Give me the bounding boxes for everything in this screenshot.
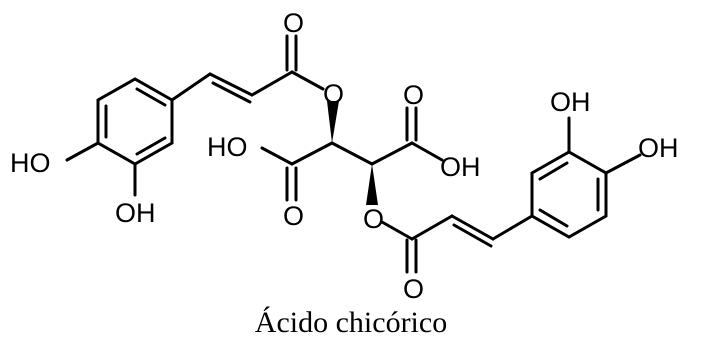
left-ring xyxy=(96,77,174,166)
molecule-name-caption: Ácido chicórico xyxy=(254,306,448,339)
right-acid-bond xyxy=(370,141,414,166)
right-vinyl-double-b xyxy=(452,223,493,248)
left-vinyl-double-b xyxy=(211,81,252,104)
acid-oh-right: OH xyxy=(440,152,481,182)
ester-carbonyl-o-bottom: O xyxy=(403,274,424,304)
right-vinyl-bond-1 xyxy=(410,214,454,241)
left-ring-ho: HO xyxy=(10,148,51,178)
top-ester-o-bond xyxy=(290,70,325,91)
right-vinyl-bond-2 xyxy=(491,214,534,241)
bonds xyxy=(65,34,642,274)
ester-o-top: O xyxy=(323,79,344,109)
right-ring-oh-right: OH xyxy=(638,133,679,163)
left-ring-ho-bond xyxy=(65,141,100,162)
right-ring xyxy=(530,150,608,239)
right-ring-oh-top: OH xyxy=(550,87,591,117)
left-ring-inner-double-1 xyxy=(135,87,167,107)
left-ring-oh: OH xyxy=(115,198,156,228)
bottom-stereo-wedge xyxy=(366,164,378,205)
right-ring-inner-double-3 xyxy=(538,208,569,228)
atom-labels: O O O HO OH O O O HO OH OH OH xyxy=(10,8,679,304)
right-vinyl-double-a xyxy=(450,214,495,241)
acid-carbonyl-o-right: O xyxy=(403,80,424,110)
right-ring-oh-right-bond xyxy=(604,153,642,175)
bottom-ester-o-bond xyxy=(380,220,414,241)
left-vinyl-bond-2 xyxy=(250,70,294,97)
central-c-c-bond xyxy=(330,141,374,166)
ester-o-bottom: O xyxy=(363,204,384,234)
left-vinyl-double-a xyxy=(208,72,254,97)
acid-carbonyl-o-left: O xyxy=(283,201,304,231)
ester-carbonyl-o-top: O xyxy=(283,8,304,38)
left-ring-inner-double-3 xyxy=(135,136,167,156)
acid-oh-left: HO xyxy=(207,132,248,162)
left-vinyl-bond-1 xyxy=(170,72,212,102)
right-acid-oh-bond xyxy=(410,141,444,162)
left-acid-bond xyxy=(290,141,334,166)
right-ring-inner-double-1 xyxy=(538,161,569,181)
left-acid-oh-bond xyxy=(260,146,294,166)
top-stereo-wedge xyxy=(327,101,339,143)
